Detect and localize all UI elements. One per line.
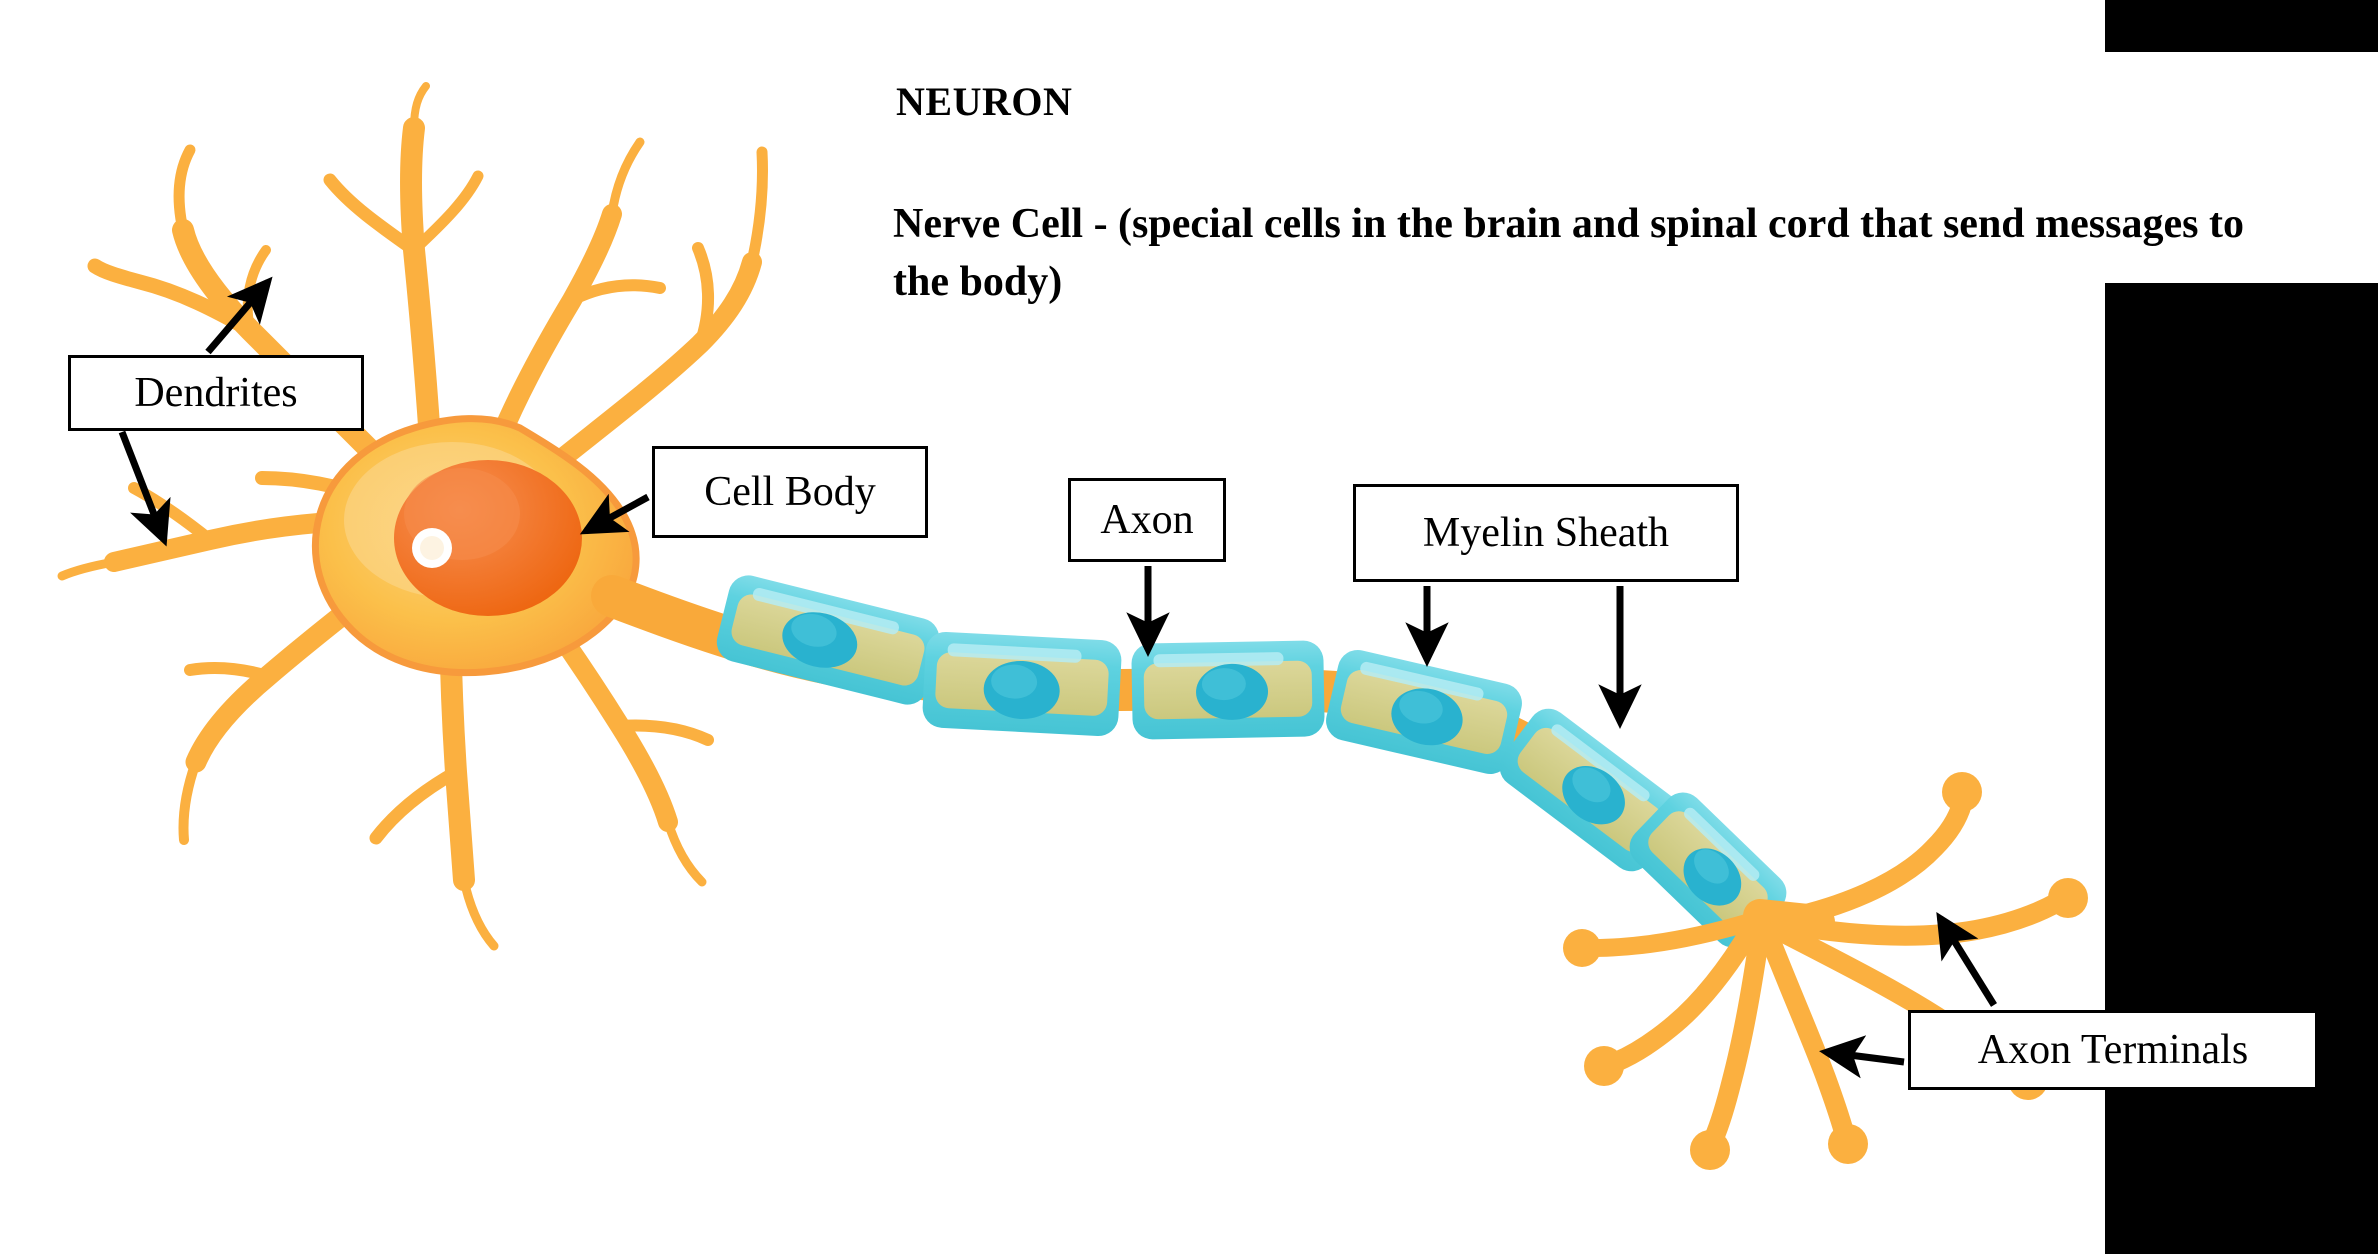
label-myelin-sheath: Myelin Sheath bbox=[1353, 484, 1739, 582]
myelin-segment bbox=[1131, 640, 1325, 740]
arrow-terminals-lower bbox=[1819, 1035, 1905, 1079]
myelin-segment bbox=[1499, 708, 1681, 872]
arrow-terminals-upper bbox=[1936, 912, 1997, 1007]
myelin-segment bbox=[922, 631, 1122, 737]
occluder-block-main bbox=[2105, 283, 2378, 1254]
label-axon-terminals: Axon Terminals bbox=[1908, 1010, 2318, 1090]
myelin-segment bbox=[716, 575, 940, 705]
arrow-cell-body bbox=[579, 493, 650, 535]
arrow-dendrites-lower bbox=[118, 430, 171, 547]
label-cell-body: Cell Body bbox=[652, 446, 928, 538]
arrow-dendrites-upper bbox=[205, 276, 273, 355]
page-title: NEURON bbox=[896, 79, 1073, 124]
label-axon: Axon bbox=[1068, 478, 1226, 562]
occluder-block-top bbox=[2105, 0, 2378, 52]
myelin-sheath-group bbox=[716, 575, 1787, 948]
myelin-segment bbox=[1326, 650, 1522, 774]
page-subtitle: Nerve Cell - (special cells in the brain… bbox=[893, 201, 2255, 305]
label-dendrites: Dendrites bbox=[68, 355, 364, 431]
